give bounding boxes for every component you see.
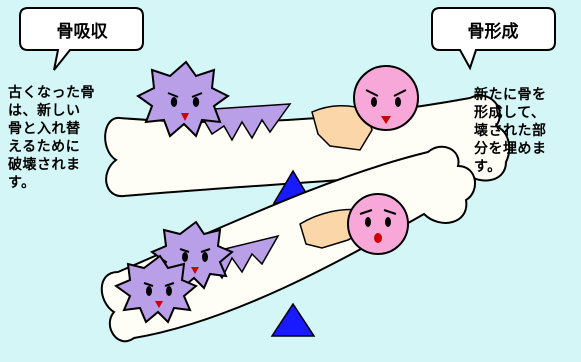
callout-formation: 骨形成 [432,8,555,68]
resorption-description-line: 破壊されま [8,156,128,174]
resorption-description-line: えるために [8,138,128,156]
callout-formation-label: 骨形成 [468,21,519,42]
resorption-description-line: 骨と入れ替 [8,120,128,138]
formation-description-line: す。 [474,158,579,176]
osteoblast-cell-top [354,66,418,130]
formation-description-line: 新たに骨を [474,86,579,104]
resorption-description-line: す。 [8,174,128,192]
formation-description-line: 形成して、 [474,104,579,122]
osteoblast-cell-bottom [348,194,408,254]
callout-resorption-label: 骨吸収 [57,22,109,42]
resorption-description-line: 古くなった骨 [8,84,128,102]
formation-description-line: 分を埋めま [474,140,579,158]
resorption-description: 古くなった骨 は、新しい 骨と入れ替 えるために 破壊されま す。 [8,84,128,192]
callout-resorption: 骨吸収 [20,8,143,70]
resorption-description-line: は、新しい [8,102,128,120]
formation-description: 新たに骨を 形成して、 壊された部 分を埋めま す。 [474,86,579,176]
formation-description-line: 壊された部 [474,122,579,140]
fulcrum-bottom [272,304,314,336]
